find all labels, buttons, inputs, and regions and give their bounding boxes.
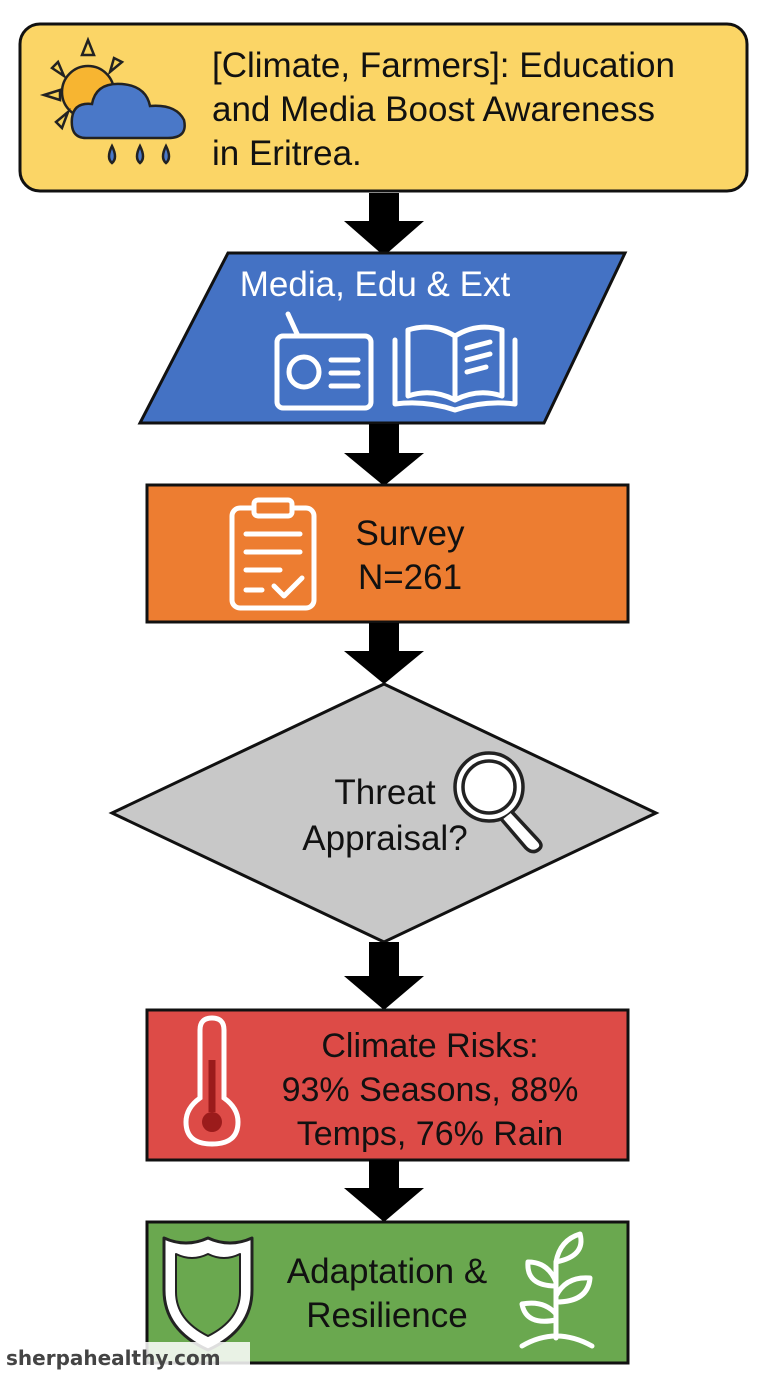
decision-line-2: Appraisal?	[302, 819, 468, 858]
radio-icon	[274, 311, 374, 411]
risks-text: Climate Risks: 93% Seasons, 88% Temps, 7…	[250, 1024, 610, 1156]
shield-icon	[162, 1236, 254, 1352]
survey-line-2: N=261	[357, 558, 463, 597]
open-book-icon	[392, 324, 518, 413]
clipboard-check-icon	[229, 497, 317, 611]
title-text: [Climate, Farmers]: Education and Media …	[212, 44, 742, 176]
arrow-5	[344, 1160, 424, 1222]
media-label: Media, Edu & Ext	[239, 265, 511, 304]
survey-text: Survey N=261	[330, 512, 490, 600]
adaptation-line-2: Resilience	[306, 1296, 468, 1335]
title-line-3: in Eritrea.	[212, 134, 362, 173]
title-line-1: [Climate, Farmers]: Education	[212, 46, 675, 85]
decision-text: Threat Appraisal?	[280, 770, 490, 862]
thermometer-icon	[183, 1015, 241, 1147]
adaptation-line-1: Adaptation &	[286, 1252, 488, 1291]
risks-line-3: Temps, 76% Rain	[296, 1115, 564, 1153]
survey-line-1: Survey	[355, 514, 465, 553]
title-line-2: and Media Boost Awareness	[212, 90, 655, 129]
risks-line-2: 93% Seasons, 88%	[281, 1071, 579, 1109]
arrow-1	[344, 193, 424, 256]
arrow-4	[344, 942, 424, 1010]
watermark: sherpahealthy.com	[0, 1342, 250, 1374]
title-box	[18, 22, 749, 193]
sprout-icon	[519, 1231, 595, 1349]
magnifier-icon	[453, 751, 543, 854]
adaptation-text: Adaptation & Resilience	[262, 1250, 512, 1338]
decision-line-1: Threat	[334, 773, 436, 812]
sun-cloud-rain-icon	[39, 36, 186, 165]
risks-line-1: Climate Risks:	[321, 1027, 539, 1065]
arrow-3	[344, 623, 424, 684]
survey-box	[145, 483, 630, 624]
arrow-2	[344, 424, 424, 486]
